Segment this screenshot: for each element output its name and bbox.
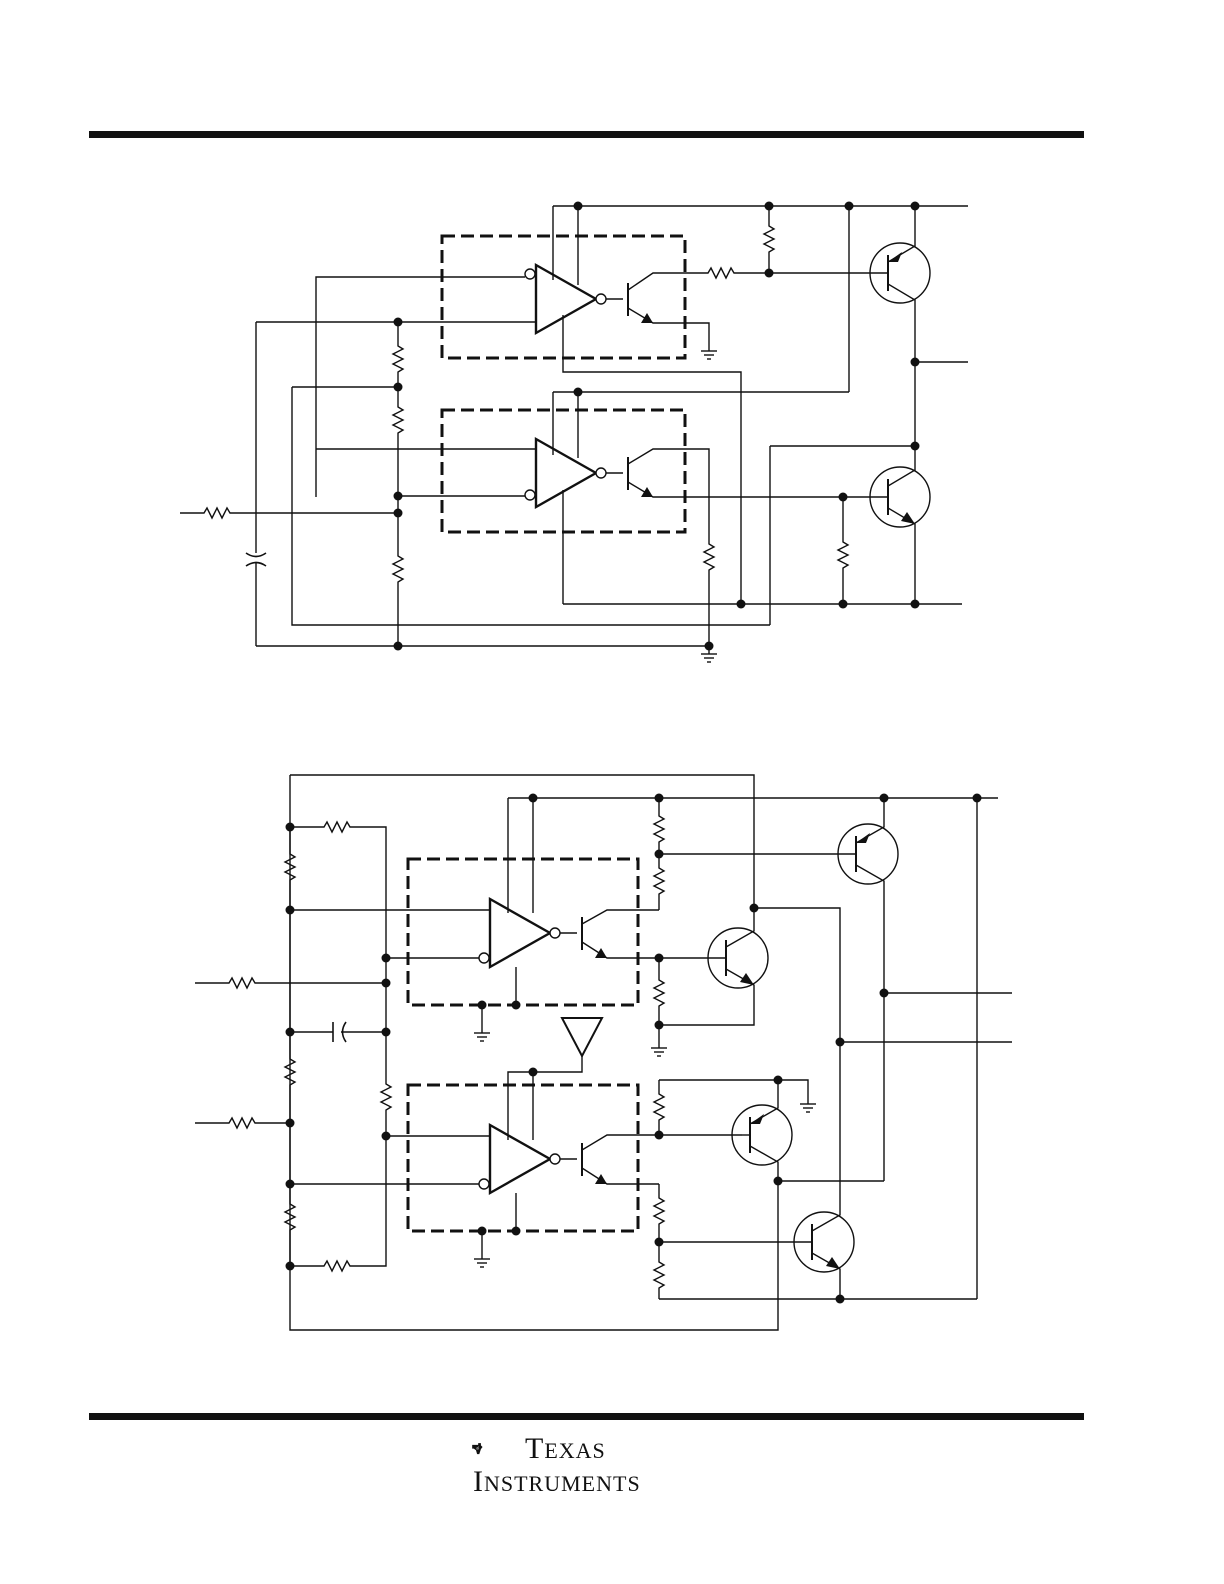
- header-rule: [89, 131, 1084, 138]
- inverter-triangle: [560, 1017, 604, 1059]
- ti-state-logo-icon: ti: [472, 1443, 483, 1455]
- top-schematic-junctions: [393, 201, 920, 651]
- comparator-1: [534, 262, 599, 336]
- comparator-3: [488, 896, 553, 970]
- bottom-schematic-junctions: [285, 793, 982, 1304]
- brand-line-texas: TEXAS: [525, 1432, 606, 1465]
- bottom-schematic: [195, 774, 1012, 1331]
- comparator-4: [488, 1122, 553, 1196]
- comparator-box-3: [406, 857, 640, 1007]
- svg-text:ti: ti: [477, 1447, 480, 1451]
- top-schematic: [180, 205, 968, 663]
- footer-rule: [89, 1413, 1084, 1420]
- comparator-box-4: [406, 1083, 640, 1233]
- brand-line-instruments: INSTRUMENTS: [473, 1465, 641, 1498]
- transistor-qc: [731, 1104, 793, 1166]
- comparator-2: [534, 436, 599, 510]
